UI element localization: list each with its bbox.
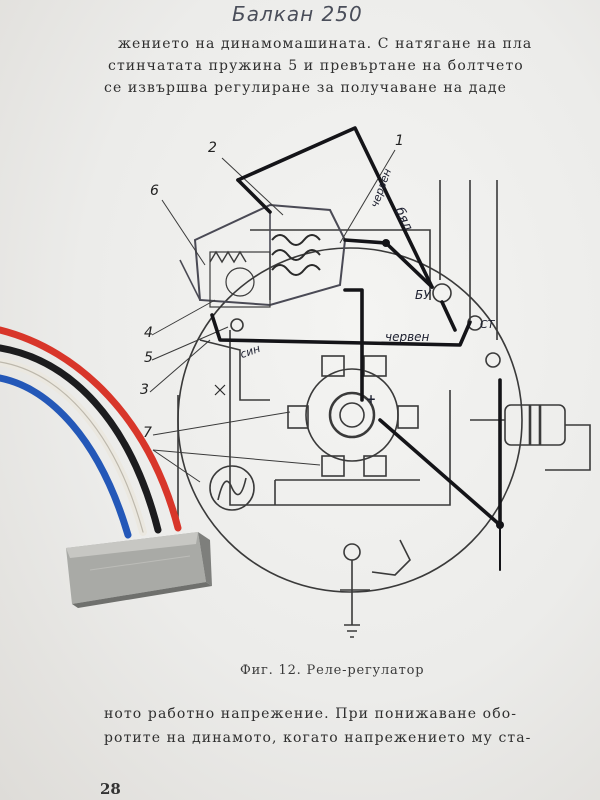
figure-caption: Фиг. 12. Реле-регулатор: [240, 663, 425, 678]
text-line-5: ротите на динамото, когато напрежението …: [104, 730, 532, 746]
text-line-3: се извършва регулиране за получаване на …: [104, 80, 508, 96]
brush-bottom-right: [363, 455, 387, 477]
pen-junction-dots: [382, 239, 504, 529]
red-wire: [0, 326, 182, 532]
frame-wiring: [177, 330, 451, 530]
brush-top-right: [363, 355, 387, 377]
cross-mark: [214, 384, 226, 396]
contact-block: [209, 251, 271, 308]
plus-sign: +: [366, 392, 377, 406]
brush-top-left: [321, 355, 345, 377]
brush-right: [397, 405, 419, 429]
aluminum-block: [66, 532, 212, 608]
text-line-2: стинчатата пружина 5 и превъртане на бол…: [108, 58, 524, 74]
text-line-4: ното работно напрежение. При понижаване …: [104, 706, 518, 722]
terminal-extra: [485, 352, 501, 368]
black-wire: [0, 344, 162, 534]
label-3: 3: [140, 382, 149, 398]
lamp-symbol: [209, 465, 255, 511]
handwritten-title: Балкан 250: [232, 2, 363, 26]
pen-wiring-overlay: [210, 126, 502, 571]
terminal-label-BY: БУ: [415, 288, 431, 302]
terminal-leads: [439, 180, 498, 340]
label-6: 6: [150, 183, 159, 199]
label-5: 5: [144, 350, 153, 366]
armature-hub: [339, 402, 365, 428]
pen-note-cherven-2: червен: [385, 330, 430, 344]
text-line-1: жението на динамомашината. С натягане на…: [118, 36, 533, 52]
label-2: 2: [208, 140, 217, 156]
label-1: 1: [395, 133, 404, 149]
brush-left: [287, 405, 309, 429]
regulator-housing: [193, 203, 347, 307]
page-number: 28: [100, 780, 121, 798]
label-7: 7: [143, 425, 152, 441]
terminal-label-ST: СТ: [480, 318, 495, 331]
regulator-coil: [271, 234, 321, 276]
ground-symbol: [344, 624, 360, 638]
brush-bottom-left: [321, 455, 345, 477]
label-4: 4: [144, 325, 153, 341]
armature-core: [328, 391, 376, 439]
blue-wire: [0, 374, 132, 539]
